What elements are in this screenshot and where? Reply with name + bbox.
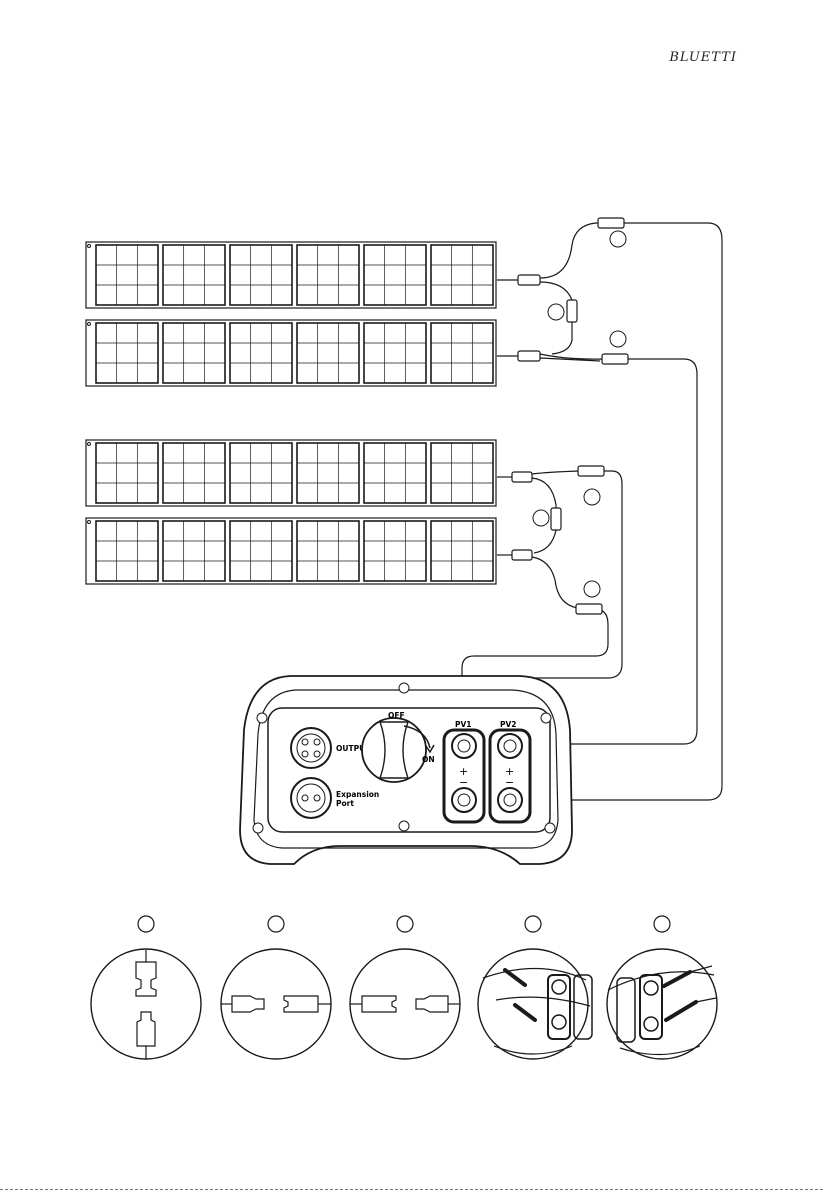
solar-panels <box>86 242 496 584</box>
power-station: OUTPUT Expansion Port OFF ON PV1 + − PV2… <box>240 676 572 864</box>
connector <box>578 466 604 476</box>
panel-segment <box>364 323 426 383</box>
detail-callout-1 <box>138 916 154 932</box>
screw-icon <box>257 713 267 723</box>
pv2-minus-port <box>498 788 522 812</box>
connector <box>576 604 602 614</box>
screw-icon <box>399 821 409 831</box>
expansion-label: Expansion <box>336 790 379 799</box>
mc4-connectors <box>512 218 628 614</box>
panel-segment <box>230 521 292 581</box>
callout-circle <box>548 304 564 320</box>
detail-callout-5 <box>654 916 670 932</box>
connector <box>518 275 540 285</box>
switch-off-label: OFF <box>388 711 405 720</box>
detail-view-right-join <box>350 949 460 1059</box>
connector <box>518 351 540 361</box>
panel-segment <box>297 245 359 305</box>
callout-circle <box>584 581 600 597</box>
page-divider <box>0 1189 823 1190</box>
detail-view-pv1 <box>478 949 592 1059</box>
panel-segment <box>297 323 359 383</box>
panel-segment <box>163 521 225 581</box>
panel-segment <box>431 323 493 383</box>
detail-views <box>91 916 717 1059</box>
detail-view-pv2 <box>607 949 717 1059</box>
detail-callout-4 <box>525 916 541 932</box>
panel-segment <box>230 245 292 305</box>
screw-icon <box>399 683 409 693</box>
panel-segment <box>96 245 158 305</box>
panel-segment <box>297 443 359 503</box>
callout-circle <box>533 510 549 526</box>
panel-segment <box>163 245 225 305</box>
connector <box>602 354 628 364</box>
screw-icon <box>253 823 263 833</box>
panel-segment <box>163 443 225 503</box>
panel-segment <box>364 443 426 503</box>
panel-segment <box>364 245 426 305</box>
pv2-label: PV2 <box>500 720 517 729</box>
callout-circle <box>610 331 626 347</box>
detail-view-left-join <box>221 949 331 1059</box>
panel-segment <box>230 323 292 383</box>
pv1-plus-port <box>452 734 476 758</box>
connector <box>567 300 577 322</box>
connector <box>551 508 561 530</box>
pv1-label: PV1 <box>455 720 472 729</box>
screw-icon <box>545 823 555 833</box>
detail-callout-3 <box>397 916 413 932</box>
detail-callout-2 <box>268 916 284 932</box>
screw-icon <box>541 713 551 723</box>
pv1-minus-port <box>452 788 476 812</box>
connector <box>512 550 532 560</box>
panel-segment <box>96 323 158 383</box>
panel-segment <box>96 521 158 581</box>
panel-segment <box>364 521 426 581</box>
callout-circle <box>610 231 626 247</box>
panel-segment <box>96 443 158 503</box>
panel-segment <box>297 521 359 581</box>
panel-segment <box>230 443 292 503</box>
panel-segment <box>431 443 493 503</box>
panel-segment <box>431 245 493 305</box>
expansion-label-port: Port <box>336 799 354 808</box>
panel-segment <box>431 521 493 581</box>
panel-segment <box>163 323 225 383</box>
callout-circle <box>584 489 600 505</box>
pv2-plus-port <box>498 734 522 758</box>
connector <box>598 218 624 228</box>
connector <box>512 472 532 482</box>
switch-on-label: ON <box>422 755 435 764</box>
detail-view-unplugged <box>91 949 201 1059</box>
